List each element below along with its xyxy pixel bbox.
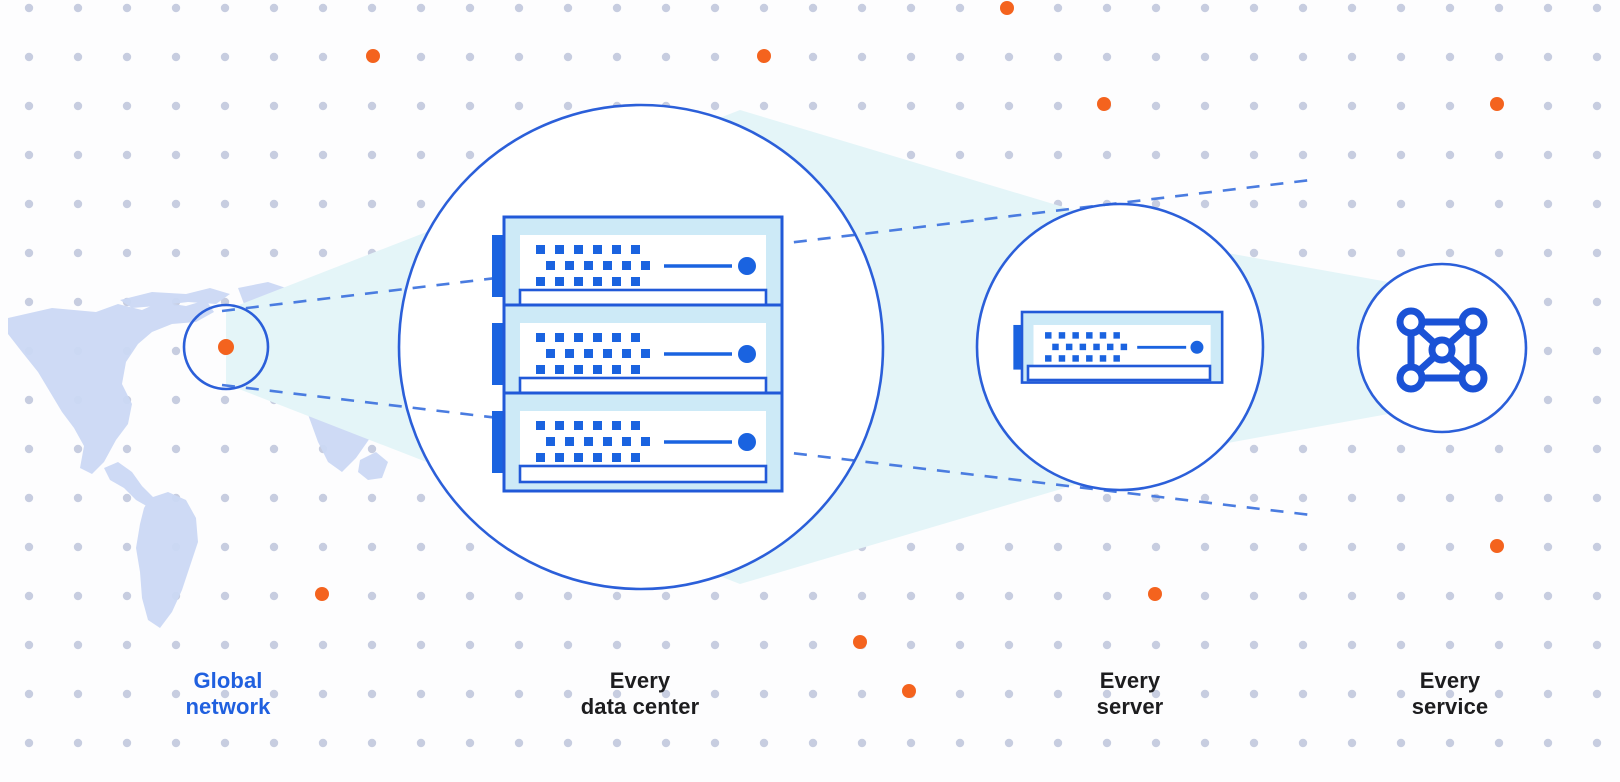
accent-dot <box>757 49 771 63</box>
node-top-left <box>1396 307 1426 337</box>
label-every-service-line2: service <box>1411 694 1489 719</box>
dashed-bottom-left <box>221 383 1312 517</box>
node-bottom-right <box>1458 363 1488 393</box>
location-dot <box>218 339 234 355</box>
accent-dot <box>1490 539 1504 553</box>
map-focus-circle <box>182 303 270 391</box>
accent-dot <box>1148 587 1162 601</box>
data-center-circle <box>397 103 885 591</box>
label-every-server-line1: Every <box>1099 668 1161 693</box>
server-circle <box>975 202 1265 492</box>
label-every-server-line2: server <box>1096 694 1164 719</box>
label-every-service-line1: Every <box>1419 668 1481 693</box>
node-bottom-left <box>1396 363 1426 393</box>
accent-dot <box>366 49 380 63</box>
accent-dot <box>1097 97 1111 111</box>
label-global-network-line1: Global <box>193 668 263 693</box>
server-shelf <box>1026 364 1212 382</box>
rack-shelf-3 <box>518 464 768 484</box>
dashed-top-left <box>221 178 1312 313</box>
node-top-right <box>1458 307 1488 337</box>
accent-dot <box>1000 1 1014 15</box>
label-global-network-line2: network <box>185 694 271 719</box>
accent-dot <box>315 587 329 601</box>
node-center <box>1428 336 1456 364</box>
accent-dot <box>853 635 867 649</box>
accent-dot <box>902 684 916 698</box>
service-circle <box>1356 262 1528 434</box>
label-every-data-center-line2: data center <box>580 694 700 719</box>
label-every-data-center-line1: Every <box>609 668 671 693</box>
accent-dot <box>1490 97 1504 111</box>
